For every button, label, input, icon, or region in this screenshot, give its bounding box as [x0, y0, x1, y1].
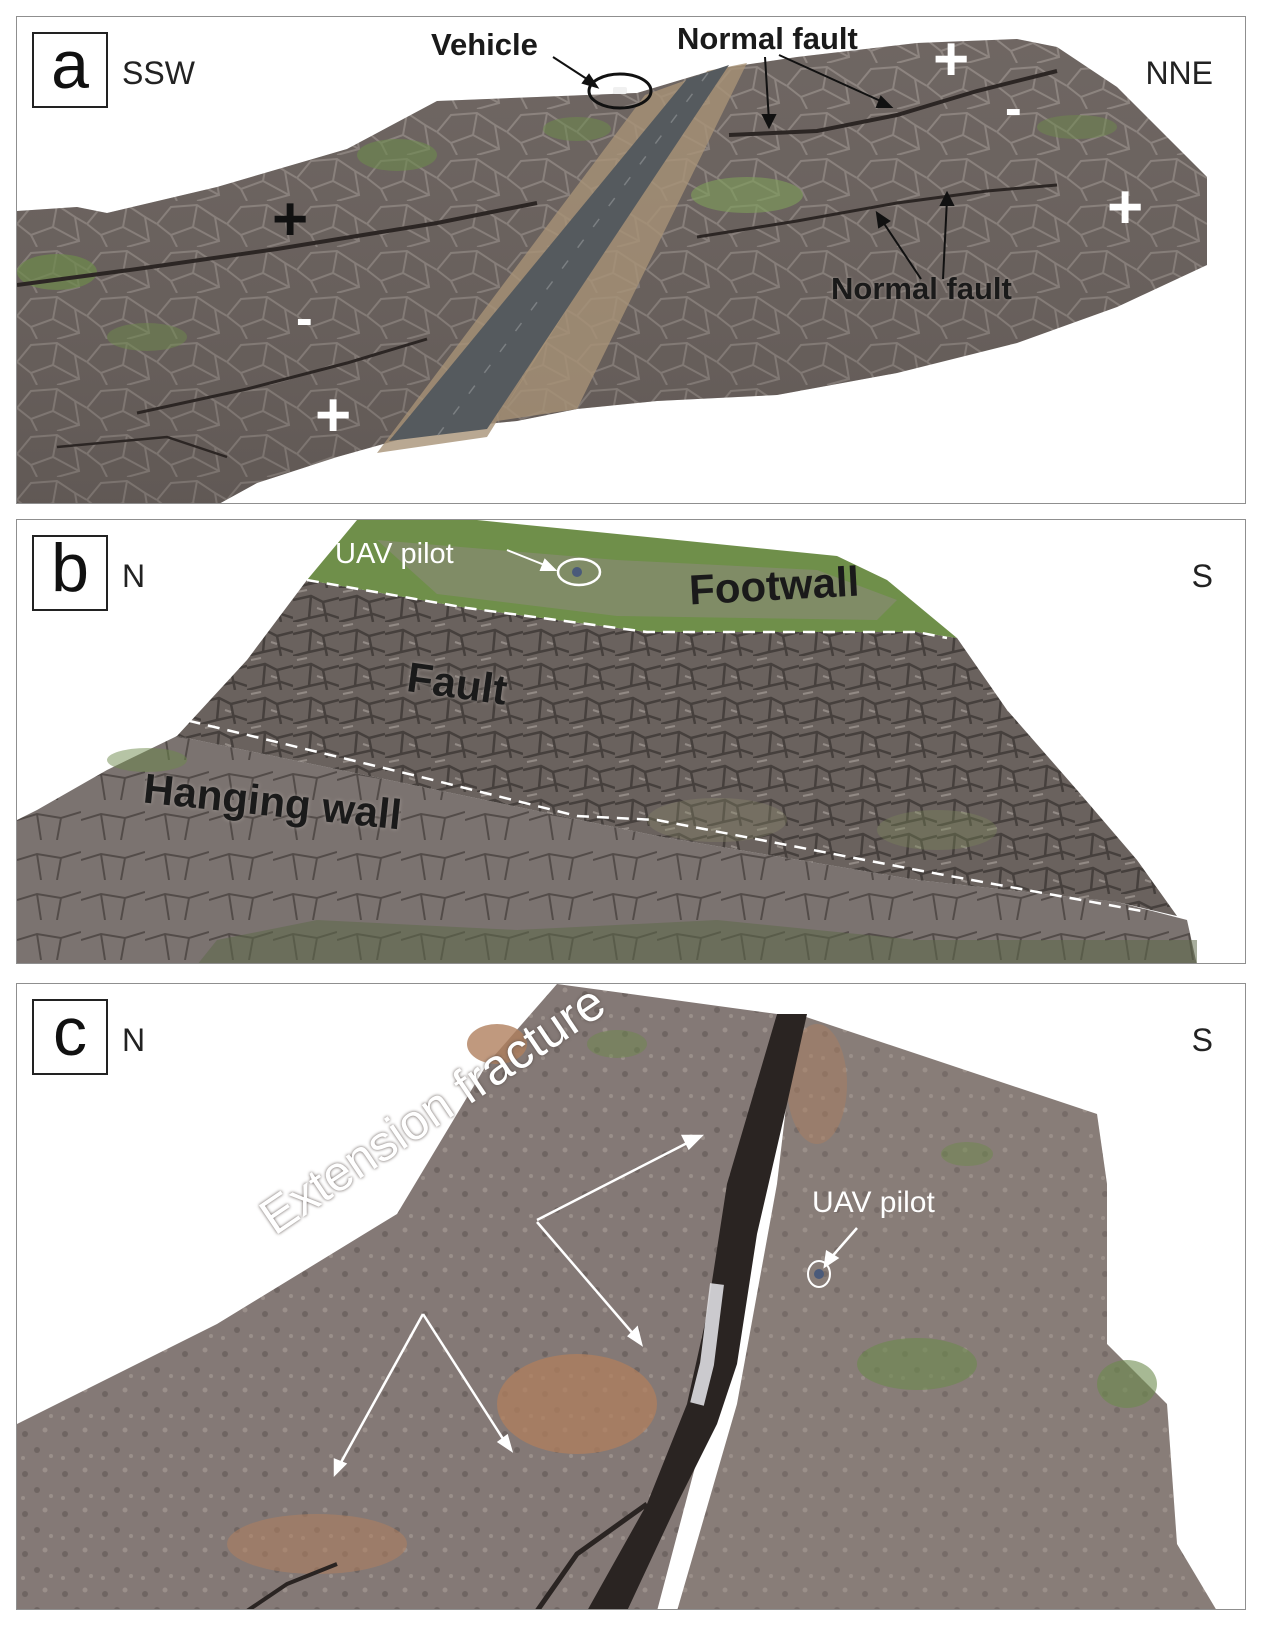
minus-symbol: - — [1005, 80, 1022, 136]
panel-c-terrain — [17, 984, 1216, 1609]
fault-scarp — [177, 580, 1177, 916]
uav-pilot-marker — [807, 1260, 831, 1288]
plus-symbol: + — [272, 185, 309, 254]
right-rock-block — [677, 1014, 1216, 1609]
panel-c-arrows — [333, 1134, 858, 1478]
extension-fracture — [588, 1014, 807, 1609]
hanging-wall-boundary-line — [168, 714, 1148, 914]
direction-right: S — [1191, 1022, 1213, 1058]
direction-right: NNE — [1145, 55, 1213, 91]
panel-a: a SSW NNE Vehicle Normal fault Normal fa… — [16, 16, 1246, 504]
panel-a-arrows — [552, 54, 955, 280]
footwall-label: Footwall — [687, 557, 861, 614]
vehicle-label: Vehicle — [431, 27, 538, 62]
direction-left: N — [122, 1022, 146, 1058]
panel-c: c N S Extension fracture UAV pilot — [16, 983, 1246, 1610]
vehicle-marker — [587, 72, 653, 110]
panel-a-terrain — [17, 39, 1207, 503]
panel-b-terrain — [17, 520, 1197, 963]
direction-left: SSW — [122, 55, 195, 91]
uav-pilot-marker — [556, 557, 602, 587]
direction-right: S — [1191, 558, 1213, 594]
direction-left: N — [122, 558, 146, 594]
panel-letter: a — [32, 31, 108, 108]
plus-symbol: + — [315, 381, 352, 450]
footwall-boundary-line — [306, 578, 948, 640]
plus-symbol: + — [933, 25, 970, 94]
normal-fault-label-top: Normal fault — [677, 21, 858, 56]
pilot-arrow — [506, 549, 558, 571]
uav-pilot-label: UAV pilot — [812, 1186, 935, 1219]
uav-pilot-label: UAV pilot — [335, 538, 454, 570]
normal-fault-label-bottom: Normal fault — [831, 271, 1012, 306]
panel-letter: c — [32, 998, 108, 1075]
plus-symbol: + — [1107, 173, 1144, 242]
panel-b: b N S UAV pilot Footwall Fault Hanging w… — [16, 519, 1246, 964]
minus-symbol: - — [296, 290, 313, 346]
panel-letter: b — [32, 534, 108, 611]
hanging-wall-surface — [17, 736, 1197, 963]
